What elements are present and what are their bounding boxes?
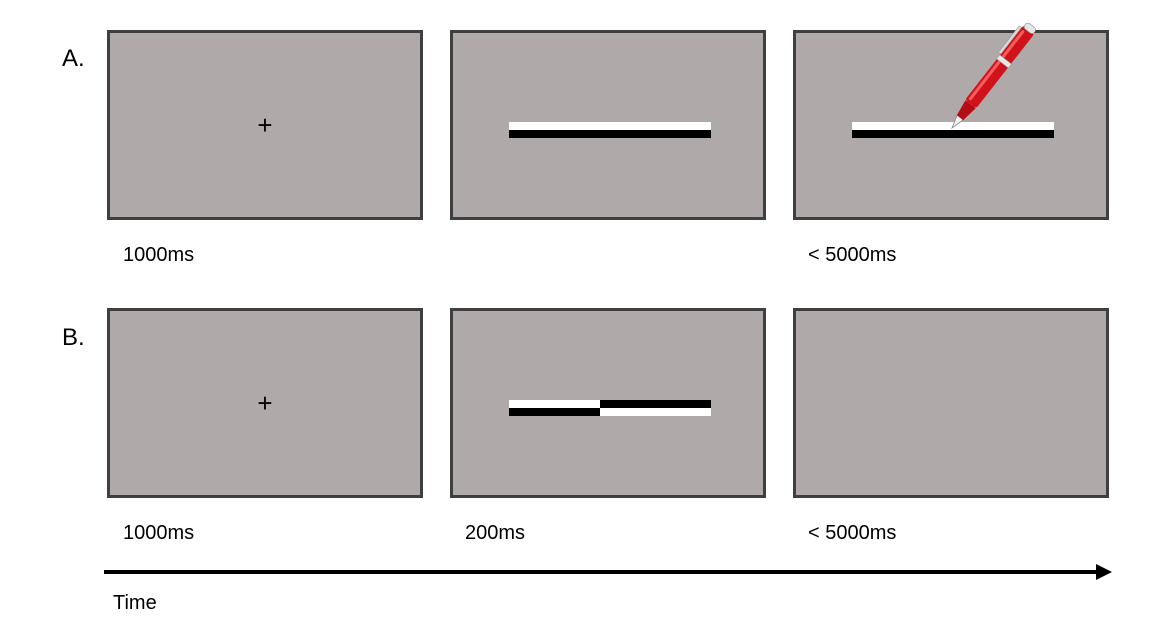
row-label-a: A.: [62, 45, 85, 72]
time-axis-label: Time: [113, 592, 157, 614]
fixation-cross: +: [257, 110, 273, 140]
timing-b1: 1000ms: [123, 522, 195, 544]
timing-b2: 200ms: [465, 522, 526, 544]
bar-bottom-black: [852, 130, 1054, 138]
row-label-b: B.: [62, 324, 85, 351]
panel-b-split-stimulus: [450, 308, 766, 498]
bar-left-bottom-black: [509, 408, 600, 416]
bar-top-white: [509, 122, 711, 130]
panel-b-blank: [793, 308, 1109, 498]
timing-a3: < 5000ms: [808, 244, 897, 266]
pen-cap: [1023, 22, 1036, 34]
arrow-right-icon: [104, 564, 1112, 580]
pen-body: [966, 26, 1034, 108]
pen-clip: [998, 26, 1022, 54]
pen-icon: [951, 22, 1036, 130]
panel-b-fixation: +: [107, 308, 423, 498]
time-axis-arrowhead: [1096, 564, 1112, 580]
pen-highlight: [968, 30, 1025, 101]
bar-right-bottom-white: [600, 408, 711, 416]
panel-a-line-stimulus: [450, 30, 766, 220]
fixation-cross: +: [257, 388, 273, 418]
line-bisection-bar: [509, 122, 711, 138]
bar-bottom-black: [509, 130, 711, 138]
pen-band: [996, 54, 1012, 69]
split-bar: [509, 400, 711, 416]
panel-a-fixation: +: [107, 30, 423, 220]
bar-right-top-black: [600, 400, 711, 408]
timing-b3: < 5000ms: [808, 522, 897, 544]
timing-a1: 1000ms: [123, 244, 195, 266]
bar-left-top-white: [509, 400, 600, 408]
pen-grip: [956, 100, 976, 121]
